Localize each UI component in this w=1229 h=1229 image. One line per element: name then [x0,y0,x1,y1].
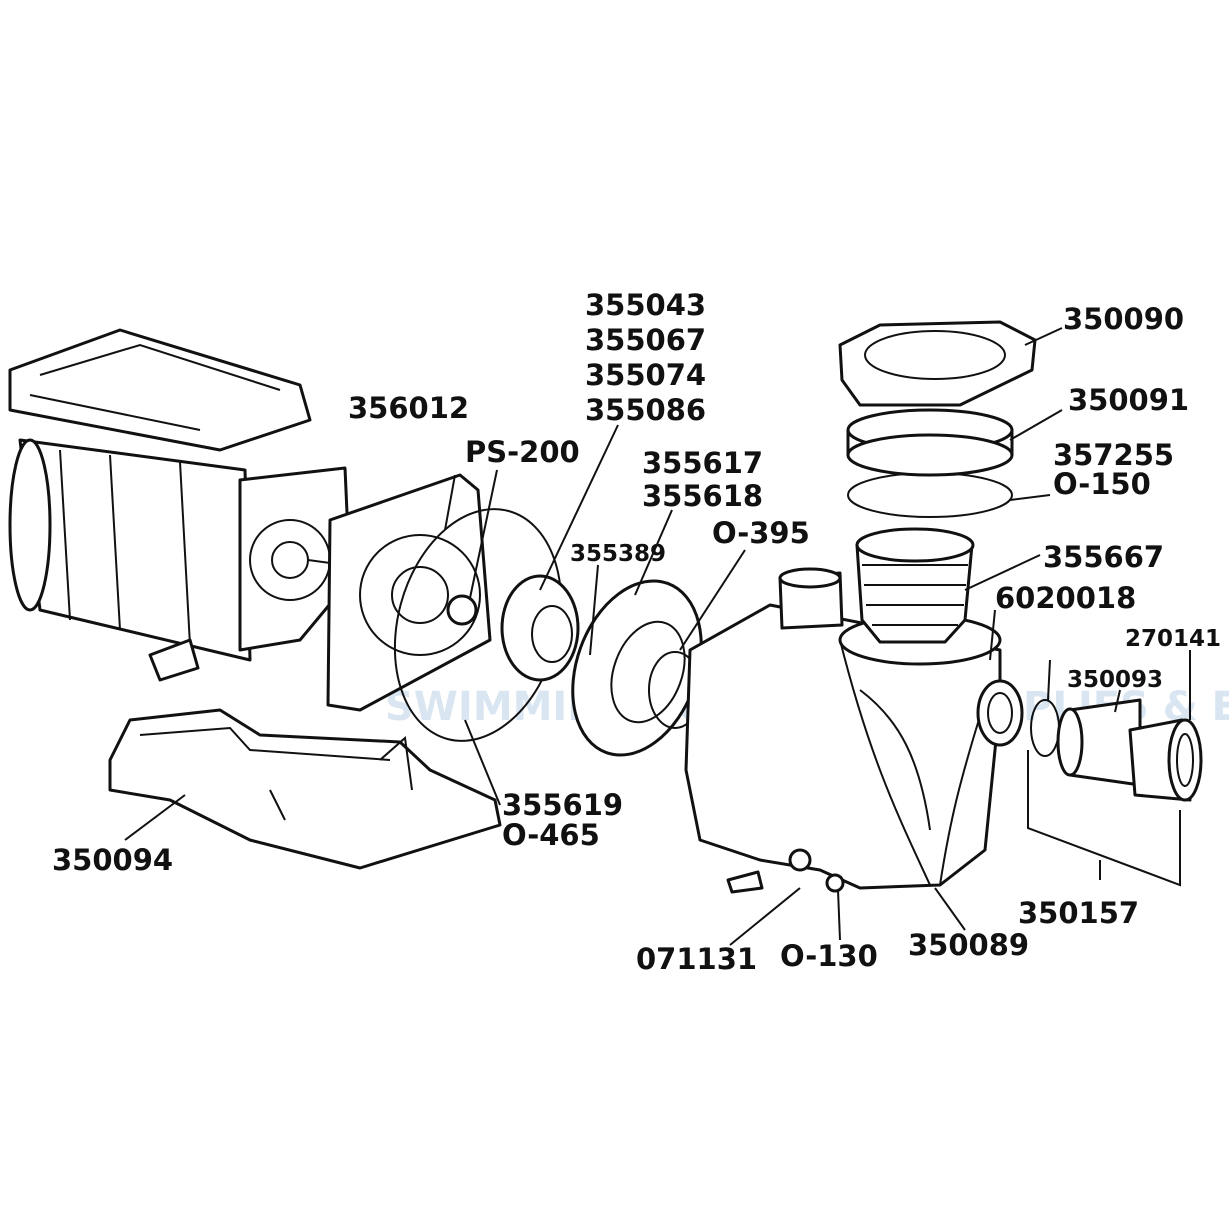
label-350157: 350157 [1018,896,1139,930]
strainer-basket [855,527,975,644]
label-350090: 350090 [1063,302,1184,336]
label-355067: 355067 [585,323,706,357]
drain-plug [788,848,812,872]
label-350089: 350089 [908,928,1029,962]
diffuser [571,579,703,757]
impeller [500,574,580,682]
motor-assembly [8,328,352,682]
lid-o-ring [847,472,1013,518]
label-355619: 355619 [502,788,623,822]
label-355043: 355043 [585,288,706,322]
drain-plug-part [726,870,764,894]
inlet-port [976,679,1024,747]
label-357255: 357255 [1053,438,1174,472]
leader-lines [124,327,1191,946]
label-270141: 270141 [1125,626,1221,652]
lid-lock-ring [838,320,1037,407]
label-355086: 355086 [585,393,706,427]
label-355617: 355617 [642,446,763,480]
label-350091: 350091 [1068,383,1189,417]
label-o-465: O-465 [502,818,600,852]
union-assembly [1030,698,1203,802]
label-350094: 350094 [52,843,173,877]
part-labels: 350090 350091 357255 O-150 355667 602001… [52,288,1221,976]
motor-base [108,708,502,870]
label-355074: 355074 [585,358,706,392]
label-350093: 350093 [1067,667,1163,693]
label-o-150: O-150 [1053,467,1151,501]
pump-housing [684,567,1024,894]
motor-face-plate [238,466,352,652]
shaft-seal-ring [446,594,478,626]
label-355389: 355389 [570,541,666,567]
motor-cover [8,328,312,452]
drain-plug-o-ring [825,873,845,893]
label-355618: 355618 [642,479,763,513]
label-o-130: O-130 [780,939,878,973]
label-355667: 355667 [1043,540,1164,574]
motor-clip [148,638,200,682]
strainer-lid [846,408,1014,477]
label-ps-200: PS-200 [465,435,580,469]
label-o-395: O-395 [712,516,810,550]
label-356012: 356012 [348,391,469,425]
seal-plate [326,473,492,712]
label-6020018: 6020018 [995,581,1136,615]
label-071131: 071131 [636,942,757,976]
